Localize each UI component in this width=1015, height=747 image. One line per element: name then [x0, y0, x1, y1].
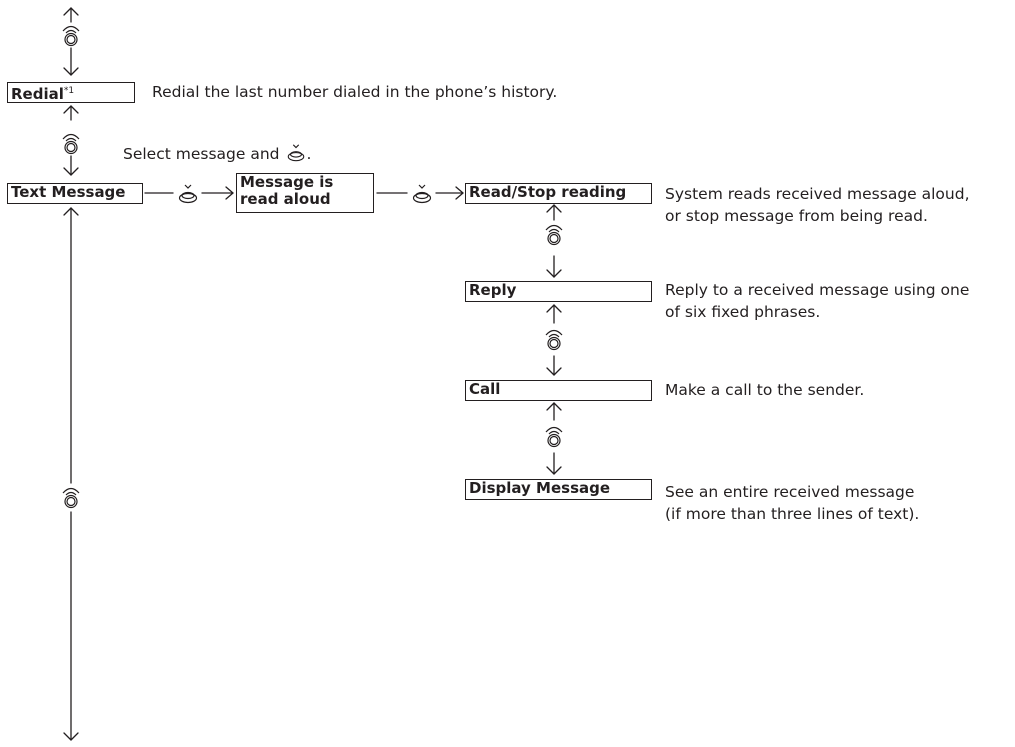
connector-readstop-reply	[546, 204, 562, 278]
dial-press-icon	[288, 144, 305, 162]
connector-long-loop	[63, 207, 79, 741]
description-reply-line2: of six fixed phrases.	[665, 303, 821, 321]
description-reply: Reply to a received message using one of…	[665, 279, 969, 323]
description-read-stop: System reads received message aloud, or …	[665, 183, 970, 227]
description-display-message: See an entire received message (if more …	[665, 481, 919, 525]
menu-box-message-read-aloud-line1: Message is	[240, 173, 334, 191]
connector-readaloud-to-readstop	[376, 186, 464, 200]
menu-box-text-message: Text Message	[7, 183, 143, 204]
dial-rotate-icon	[545, 329, 563, 351]
dial-rotate-icon	[545, 224, 563, 246]
connector-text-to-readaloud	[144, 186, 234, 200]
description-display-message-line1: See an entire received message	[665, 483, 915, 501]
description-display-message-line2: (if more than three lines of text).	[665, 505, 920, 523]
description-select-message-text: Select message and	[123, 145, 280, 163]
menu-box-text-message-label: Text Message	[11, 183, 126, 201]
menu-box-read-stop-reading: Read/Stop reading	[465, 183, 652, 204]
menu-box-call-label: Call	[469, 380, 501, 398]
menu-box-redial-label: Redial	[11, 85, 64, 103]
connector-top	[63, 7, 79, 76]
description-select-message-period: .	[306, 145, 312, 163]
dial-rotate-icon	[62, 133, 80, 155]
description-select-message: Select message and .	[123, 143, 311, 165]
connector-redial-text	[63, 105, 79, 176]
connector-reply-call	[546, 304, 562, 376]
menu-box-message-read-aloud: Message is read aloud	[236, 173, 374, 213]
description-read-stop-line2: or stop message from being read.	[665, 207, 928, 225]
connector-call-display	[546, 402, 562, 475]
dial-rotate-icon	[545, 426, 563, 448]
menu-box-message-read-aloud-line2: read aloud	[240, 190, 331, 208]
footnote-marker: *1	[63, 86, 75, 96]
description-redial: Redial the last number dialed in the pho…	[152, 83, 558, 101]
dial-rotate-icon	[62, 487, 80, 509]
menu-box-reply: Reply	[465, 281, 652, 302]
menu-box-read-stop-reading-label: Read/Stop reading	[469, 183, 627, 201]
menu-box-reply-label: Reply	[469, 281, 517, 299]
menu-box-display-message-label: Display Message	[469, 479, 611, 497]
dial-press-icon	[412, 184, 432, 204]
dial-rotate-icon	[62, 25, 80, 47]
menu-box-call: Call	[465, 380, 652, 401]
dial-press-icon	[178, 184, 198, 204]
description-reply-line1: Reply to a received message using one	[665, 281, 970, 299]
menu-box-display-message: Display Message	[465, 479, 652, 500]
menu-box-redial: Redial*1	[7, 82, 135, 103]
description-read-stop-line1: System reads received message aloud,	[665, 185, 970, 203]
description-call: Make a call to the sender.	[665, 381, 865, 399]
